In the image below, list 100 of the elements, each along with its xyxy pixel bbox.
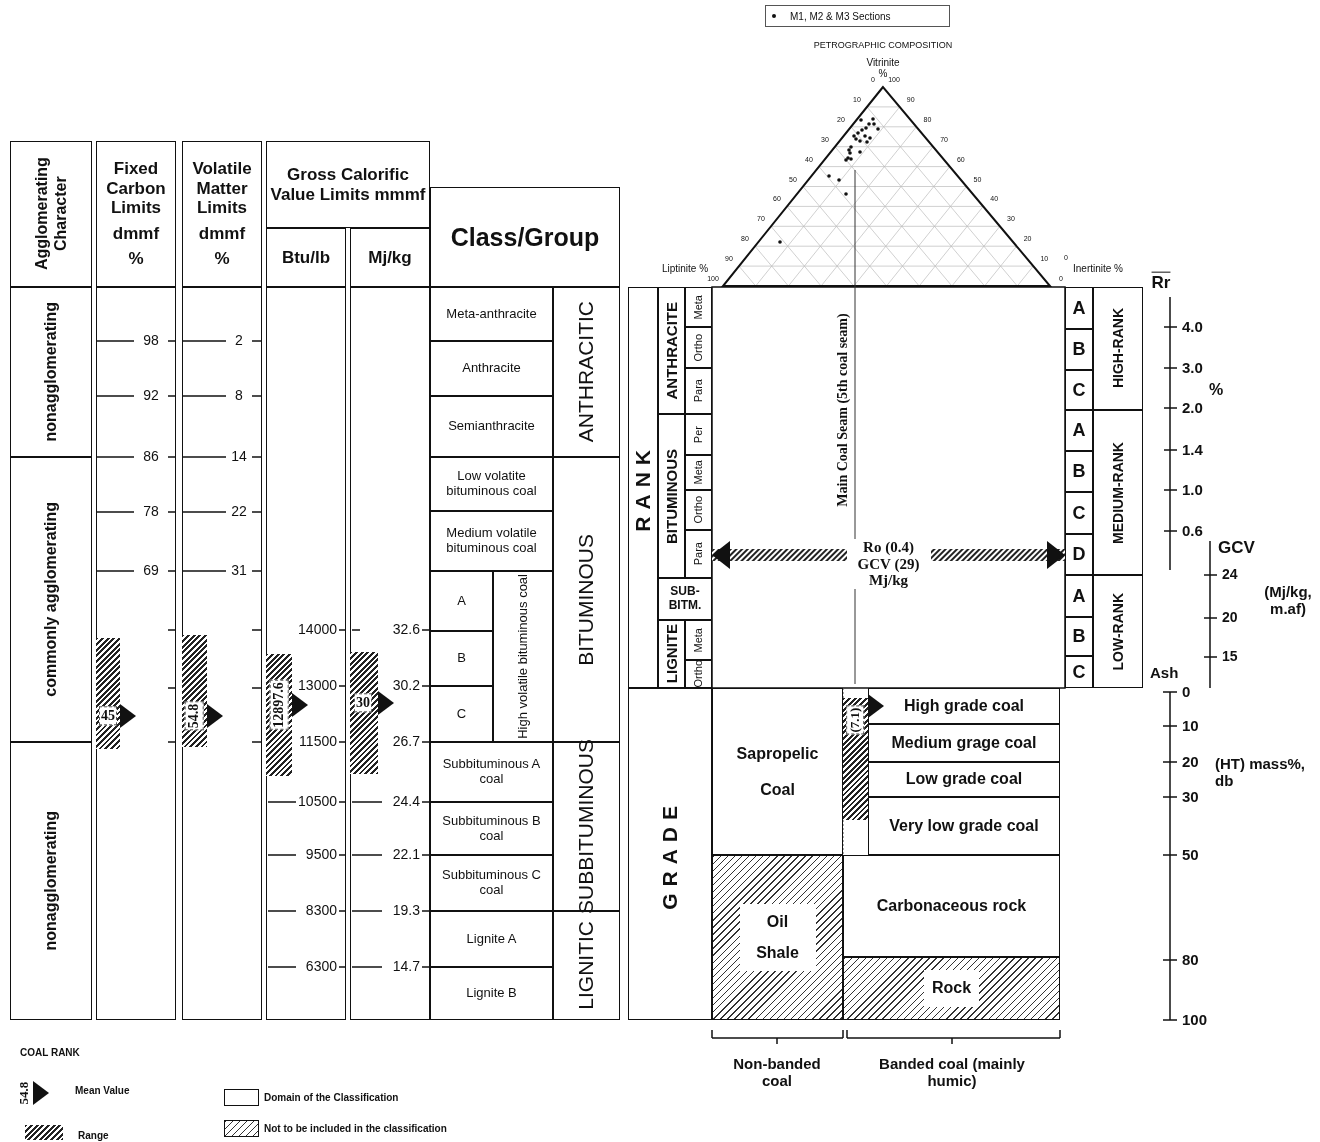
- tick-label: 86: [143, 449, 159, 465]
- tick-label: 11500: [299, 734, 337, 750]
- rank-group-label: HIGH-RANK: [1109, 308, 1127, 389]
- subrank-row: [685, 620, 712, 660]
- axis-title: Ash: [1150, 664, 1179, 682]
- mean-value: 54.8: [184, 701, 204, 731]
- column-header: [350, 228, 430, 287]
- subclass-label: A: [1072, 297, 1086, 319]
- column-heading: Gross Calorific Value Limits mmmf: [269, 164, 427, 205]
- legend-title: COAL RANK: [20, 1046, 80, 1058]
- excluded-area: [843, 957, 1060, 1020]
- tick-label: 9500: [305, 847, 337, 863]
- class-row: [430, 855, 553, 911]
- subrank-row: [685, 414, 712, 455]
- chart-title: PETROGRAPHIC COMPOSITION: [813, 41, 953, 51]
- tick-label: 3.0: [1182, 359, 1203, 377]
- subrank-label: Meta: [692, 460, 705, 485]
- class-label: Lignite B: [465, 986, 518, 1001]
- scale-column: [182, 287, 262, 1020]
- axis-title: GCV: [1218, 538, 1255, 558]
- subclass-row: [1065, 492, 1093, 534]
- column-heading: Volatile Matter Limits: [191, 159, 253, 218]
- tick-label: 50: [1182, 846, 1199, 864]
- mean-value: 54.8: [16, 1081, 32, 1105]
- subclass-row: [1065, 617, 1093, 656]
- tick-label: 20: [1182, 753, 1199, 771]
- scale-column: [96, 287, 176, 1020]
- legend-label: Mean Value: [75, 1084, 130, 1096]
- subrank-row: [685, 530, 712, 578]
- subclass-row: [1065, 410, 1093, 451]
- tick-label: 24.4: [392, 794, 420, 810]
- subclass-row: [1065, 329, 1093, 370]
- column-heading: %: [128, 249, 144, 269]
- subrank-row: [685, 490, 712, 530]
- rank-label: BITUMINOUS: [662, 448, 681, 544]
- subclass-label: C: [1072, 661, 1086, 683]
- tick-label: 22.1: [392, 847, 420, 863]
- tick-label: 24: [1222, 567, 1238, 583]
- rank-label: SUB- BITM.: [667, 585, 703, 613]
- grade-label: Low grade coal: [905, 770, 1023, 789]
- class-row: [430, 396, 553, 457]
- tick-label: 92: [143, 388, 159, 404]
- tick-label: 0.6: [1182, 522, 1203, 540]
- column-heading: Btu/lb: [281, 247, 331, 268]
- subclass-row: [1065, 370, 1093, 410]
- subclass-label: B: [1072, 461, 1086, 482]
- mean-value: 30: [354, 693, 372, 713]
- tick-label: 14.7: [392, 959, 420, 975]
- tick-label: 8300: [305, 903, 337, 919]
- class-label: Subbituminous B coal: [441, 813, 542, 844]
- class-row: [430, 457, 553, 511]
- class-label: Subbituminous C coal: [441, 868, 542, 898]
- subclass-row: [1065, 534, 1093, 575]
- axis-title: Liptinite %: [660, 262, 710, 274]
- rank-row: [658, 287, 685, 414]
- tick-label: 20: [1222, 610, 1238, 626]
- section-title: RANK: [630, 443, 655, 532]
- tick-label: 22: [231, 504, 247, 520]
- tick-label: 98: [143, 333, 159, 349]
- section-title: GRADE: [657, 798, 682, 910]
- class-row: [430, 341, 553, 396]
- table-row: [10, 742, 92, 1020]
- class-label: Subbituminous A coal: [441, 757, 542, 787]
- subclass-label: D: [1072, 544, 1086, 565]
- subrank-row: [685, 287, 712, 327]
- subrank-row: [685, 660, 712, 688]
- rank-label: ANTHRACITE: [662, 301, 681, 400]
- subrank-label: Para: [692, 542, 705, 566]
- tick-label: 1.0: [1182, 481, 1203, 499]
- class-label: Medium volatile bituminous coal: [445, 526, 538, 556]
- tick-label: 19.3: [392, 903, 420, 919]
- column-heading: dmmf: [198, 223, 246, 244]
- subclass-label: A: [1072, 585, 1086, 607]
- column-header: [266, 141, 430, 228]
- legend-label: M1, M2 & M3 Sections: [790, 10, 891, 22]
- table-row: [10, 287, 92, 457]
- category-label: Non-banded coal: [732, 1055, 822, 1089]
- class-row: [430, 571, 493, 631]
- tick-label: 2.0: [1182, 399, 1203, 417]
- tick-label: 6300: [305, 959, 337, 975]
- mean-value: 45: [99, 706, 117, 726]
- group-row: [553, 742, 620, 911]
- class-row: [430, 911, 553, 967]
- column-heading: %: [214, 249, 230, 269]
- grade-label: Sapropelic Coal: [735, 744, 820, 800]
- tick-label: 2: [235, 333, 243, 349]
- tick-label: 32.6: [392, 622, 420, 638]
- class-label: High volatile bituminous coal: [513, 574, 531, 739]
- grade-label: Carbonaceous rock: [876, 896, 1027, 916]
- tick-label: 14: [231, 449, 247, 465]
- category-label: nonagglomerating: [41, 302, 60, 442]
- grade-label: Oil Shale: [739, 904, 816, 971]
- axis-title: Inertinite %: [1072, 262, 1124, 274]
- mean-value: 12897.6: [269, 680, 289, 730]
- grade-label: High grade coal: [904, 696, 1024, 716]
- group-row: [553, 457, 620, 742]
- unit-label: (HT) mass%, db: [1215, 755, 1307, 789]
- grade-row: [868, 762, 1060, 797]
- rank-group-row: [1093, 287, 1143, 410]
- class-row: [430, 511, 553, 571]
